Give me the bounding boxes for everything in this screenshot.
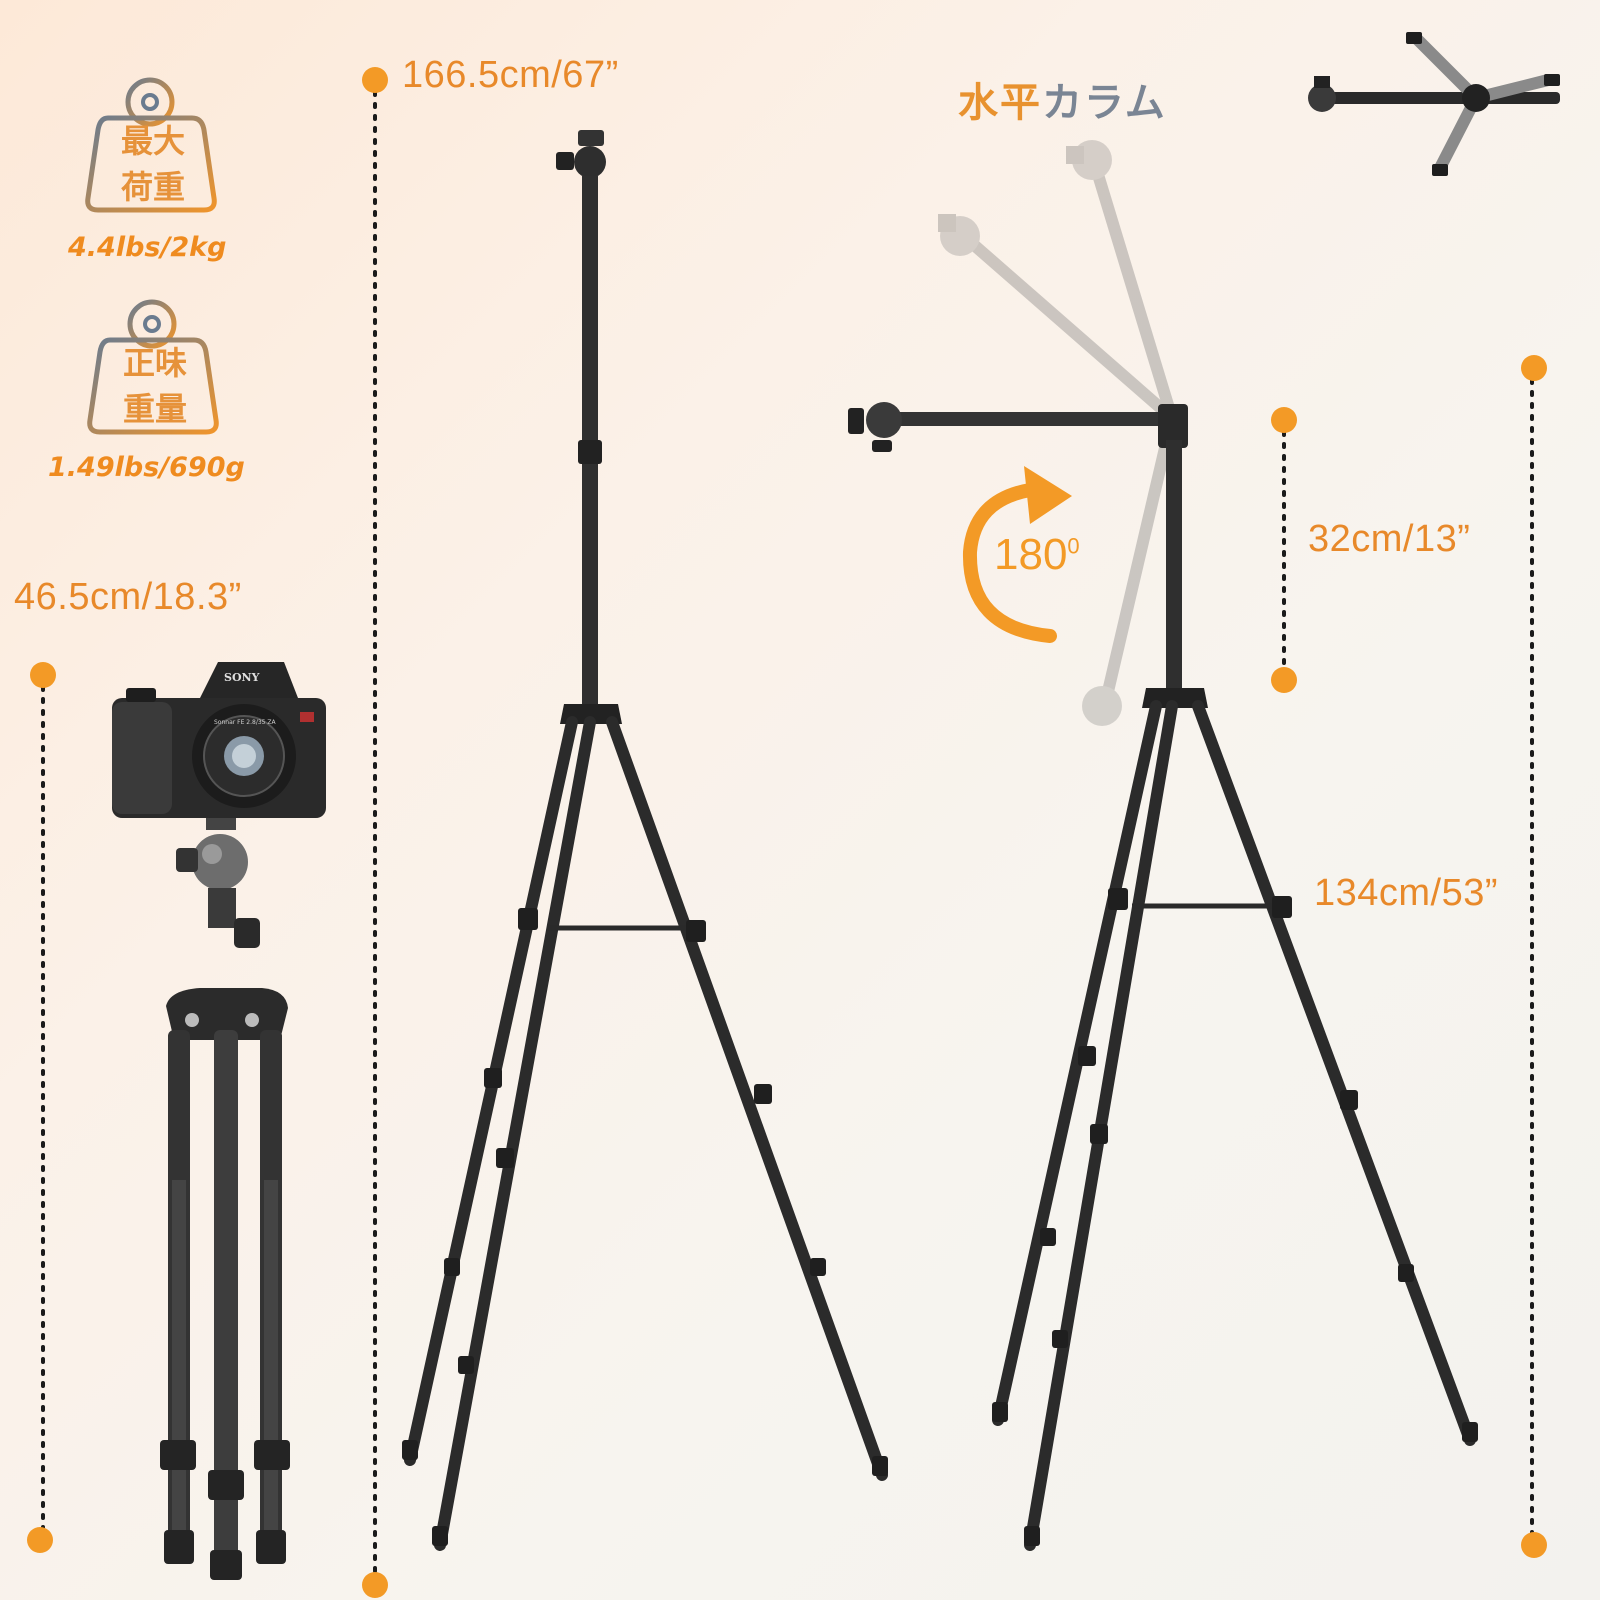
rotation-degree-mark: 0 bbox=[1067, 533, 1080, 559]
arm-length-label: 32cm/13” bbox=[1308, 518, 1471, 560]
rotation-ghost-arms bbox=[938, 140, 1178, 726]
column-title: 水平カラム bbox=[958, 70, 1167, 128]
ball-head bbox=[556, 130, 606, 178]
weight-icon bbox=[85, 77, 217, 213]
ball-head bbox=[176, 818, 260, 948]
net-weight-label-line1: 正味 bbox=[122, 344, 187, 382]
rotation-angle: 1800 bbox=[994, 530, 1080, 580]
camera-lens-text: Sonnar FE 2.8/35 ZA bbox=[214, 719, 277, 726]
max-load-value: 4.4lbs/2kg bbox=[68, 232, 227, 263]
camera-brand-text: SONY bbox=[224, 671, 260, 684]
column-height-label: 134cm/53” bbox=[1314, 872, 1499, 914]
camera bbox=[112, 662, 326, 818]
max-height-label: 166.5cm/67” bbox=[402, 54, 619, 96]
column-title-part1: 水平 bbox=[958, 80, 1042, 126]
max-load-label-line2: 荷重 bbox=[120, 168, 185, 206]
column-title-part2: カラム bbox=[1042, 80, 1167, 126]
folded-height-label: 46.5cm/18.3” bbox=[14, 576, 242, 618]
weight-icon bbox=[87, 299, 219, 435]
rotation-angle-value: 180 bbox=[994, 530, 1068, 579]
net-weight-value: 1.49lbs/690g bbox=[48, 452, 245, 483]
max-load-label: 最大 荷重 bbox=[98, 118, 208, 210]
net-weight-label: 正味 重量 bbox=[100, 340, 210, 432]
net-weight-label-line2: 重量 bbox=[122, 390, 187, 428]
max-load-label-line1: 最大 bbox=[120, 122, 185, 160]
